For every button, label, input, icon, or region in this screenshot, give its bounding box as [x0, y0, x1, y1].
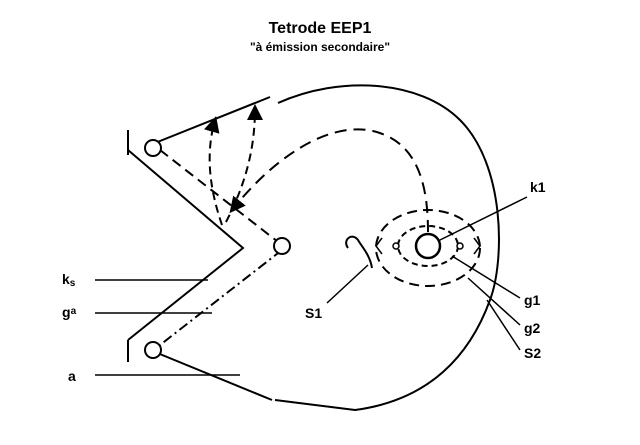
secondary-emission-arrow-1: [204, 116, 223, 226]
grid-chevron-dashdot: [159, 249, 283, 346]
g1-side-dot-right: [456, 242, 464, 250]
g2-side-left: [375, 237, 383, 255]
electron-beam-path: [229, 128, 429, 233]
label-s1: S1: [305, 305, 322, 321]
leader-k1: [437, 196, 528, 242]
leader-s2: [486, 299, 521, 351]
label-ga: ga: [62, 304, 77, 320]
grid-chevron-dashed: [159, 149, 283, 246]
g2-side-right: [473, 237, 481, 255]
diagram-title: Tetrode EEP1: [268, 20, 372, 37]
grid-g2: [375, 209, 481, 287]
label-ks: ks: [62, 271, 76, 289]
label-a: a: [68, 368, 76, 384]
label-g2: g2: [524, 320, 541, 336]
leader-g1: [451, 255, 521, 299]
anode-chevron: [127, 149, 245, 341]
cathode-k1: [414, 232, 442, 260]
upper-collector-plate: [149, 96, 271, 146]
g1-side-dot-left: [392, 242, 400, 250]
leader-s1: [326, 264, 369, 304]
lower-electrode: [144, 341, 162, 359]
leader-g2: [467, 277, 521, 326]
envelope-upper-arc: [274, 84, 500, 412]
upper-electrode: [144, 139, 162, 157]
secondary-emission-arrow-2: [225, 104, 263, 223]
label-g1: g1: [524, 292, 541, 308]
label-k1: k1: [530, 179, 546, 195]
s1-electrode-hook: [345, 235, 373, 269]
middle-electrode: [273, 237, 291, 255]
label-s2: S2: [524, 345, 541, 361]
diagram-subtitle: "à émission secondaire": [249, 40, 391, 54]
